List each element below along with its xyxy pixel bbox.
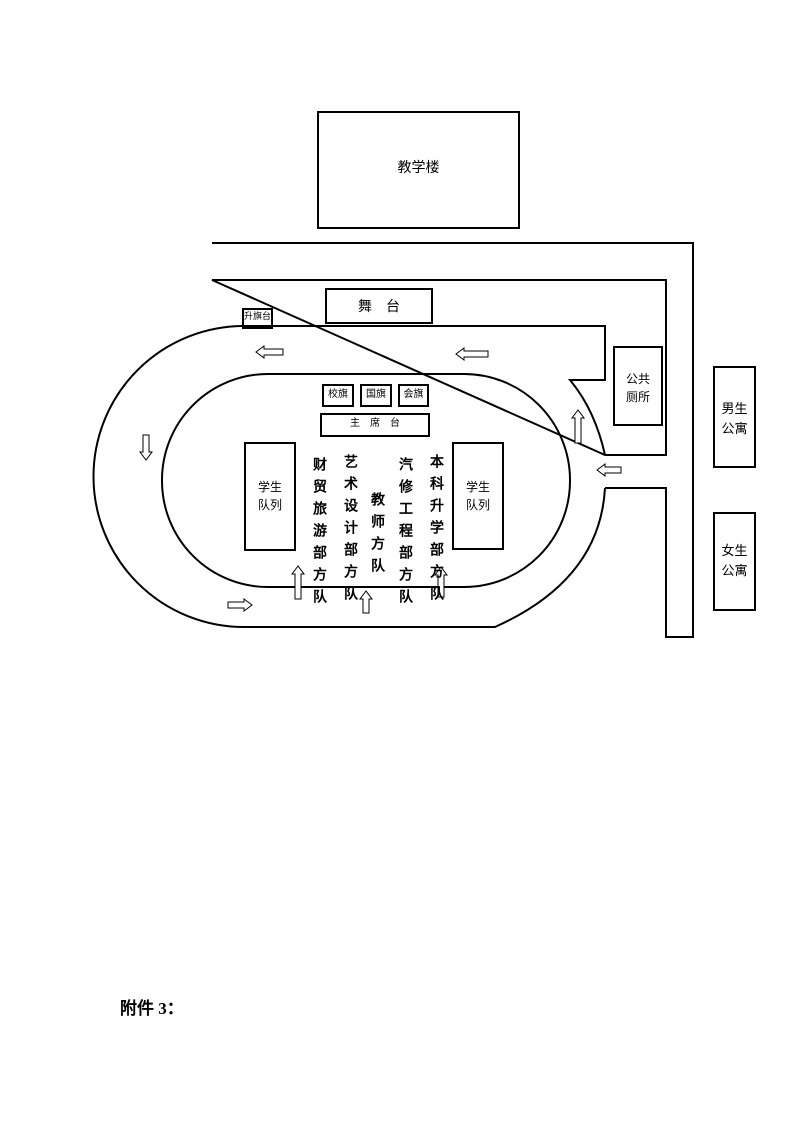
squad-art-design: 艺术设计部方队 — [342, 454, 358, 608]
arrow-left-icon — [255, 345, 284, 359]
squad-auto-repair-engineering: 汽修工程部方队 — [397, 457, 413, 611]
flag-platform-label: 升旗台 — [243, 312, 271, 322]
squad-finance-trade-tourism: 财贸旅游部方队 — [311, 457, 327, 611]
student-queue-right-label: 学生队列 — [453, 478, 503, 514]
track-outer — [92, 325, 606, 628]
attachment-label: 附件 3： — [120, 999, 184, 1018]
student-queue-left-label: 学生队列 — [245, 478, 295, 514]
queue-label-line: 学生 — [257, 480, 282, 494]
student-queue-right — [452, 442, 504, 550]
arrow-right-icon — [227, 598, 253, 612]
flag-national-label: 国旗 — [366, 389, 386, 400]
arrow-left-icon — [596, 463, 622, 477]
arrow-left-icon — [455, 347, 489, 361]
student-queue-left — [244, 442, 296, 551]
track-inner — [161, 373, 571, 588]
female-dorm-label-line: 公寓 — [721, 563, 748, 579]
rostrum — [320, 413, 430, 437]
arrow-up-icon — [434, 566, 448, 598]
male-dorm-label: 男生公寓 — [714, 400, 755, 439]
toilet-label-line: 厕所 — [625, 390, 650, 404]
squad-undergraduate-prep: 本科升学部方队 — [428, 454, 444, 608]
male-dorm-label-line: 男生 — [721, 402, 748, 417]
female-dorm — [713, 512, 756, 611]
queue-label-line: 队列 — [465, 498, 490, 512]
arrow-up-icon — [359, 590, 373, 614]
toilet-label: 公共厕所 — [614, 370, 662, 406]
toilet-label-line: 公共 — [625, 372, 650, 386]
flag-association — [398, 384, 429, 407]
arrow-up-icon — [291, 565, 305, 600]
rostrum-label: 主 席 台 — [350, 418, 400, 429]
female-dorm-label-line: 女生 — [721, 544, 748, 559]
male-dorm-label-line: 公寓 — [721, 421, 748, 437]
queue-label-line: 学生 — [465, 480, 490, 494]
flag-association-label: 会旗 — [403, 389, 424, 400]
male-dorm — [713, 366, 756, 468]
toilet — [613, 346, 663, 426]
stage-label: 舞 台 — [358, 299, 400, 315]
road — [211, 242, 694, 638]
flag-school-label: 校旗 — [328, 389, 348, 400]
stage — [325, 288, 433, 324]
queue-label-line: 队列 — [257, 498, 282, 512]
female-dorm-label: 女生公寓 — [714, 542, 755, 581]
flag-national — [360, 384, 392, 407]
arrow-up-icon — [571, 409, 585, 444]
teaching-building — [317, 111, 520, 229]
teaching-building-label: 教学楼 — [397, 160, 440, 176]
flag-school — [322, 384, 354, 407]
squad-teachers: 教师方队 — [369, 492, 385, 580]
arrow-down-icon — [139, 434, 153, 461]
flag-platform — [242, 308, 273, 329]
